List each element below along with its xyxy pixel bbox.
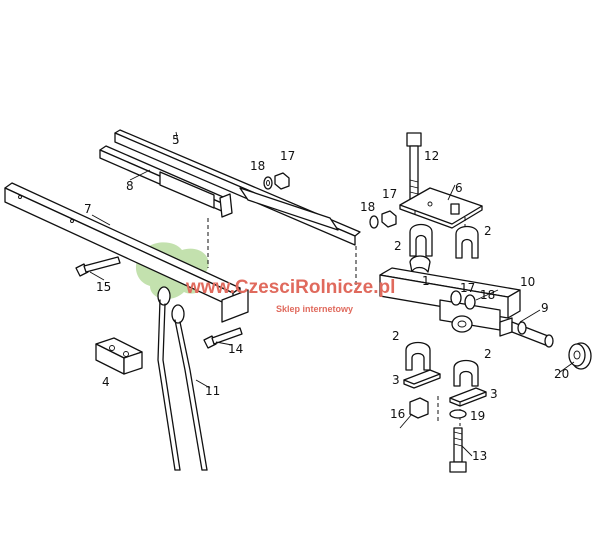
label-part-2: 2 [394, 239, 402, 253]
part-17-nut [274, 172, 290, 190]
part-3-plate [403, 369, 441, 389]
part-20-roller [568, 342, 592, 370]
label-part-13: 13 [472, 449, 487, 463]
leader-lines [89, 131, 575, 457]
part-2-clamp [453, 359, 479, 387]
part-18-washer [263, 176, 273, 190]
part-15-bolt [75, 256, 121, 277]
label-part-2: 2 [484, 224, 492, 238]
part-5-bar [114, 129, 361, 246]
part-4-block [95, 337, 143, 375]
label-part-18: 18 [250, 159, 265, 173]
label-part-1: 1 [422, 274, 430, 288]
part-2-clamp [405, 341, 431, 371]
part-14-bolt [203, 327, 243, 349]
label-part-17: 17 [382, 187, 397, 201]
part-3-plate [449, 387, 487, 407]
label-part-17: 17 [460, 281, 475, 295]
part-18-washer [369, 215, 379, 229]
label-part-3: 3 [392, 373, 400, 387]
label-part-14: 14 [228, 342, 243, 356]
label-part-5: 5 [172, 133, 180, 147]
part-1-bushing [409, 255, 431, 273]
label-part-2: 2 [392, 329, 400, 343]
part-8-angle-bracket [99, 145, 233, 218]
part-17-nut [381, 210, 397, 228]
label-part-11: 11 [205, 384, 220, 398]
label-part-17: 17 [280, 149, 295, 163]
label-part-6: 6 [455, 181, 463, 195]
part-18-washer [464, 294, 476, 310]
label-part-15: 15 [96, 280, 111, 294]
part-2-clamp [455, 225, 479, 259]
part-16-nut [409, 397, 429, 419]
part-11-spring-tine [157, 286, 208, 471]
mounting-tab [221, 289, 249, 323]
label-part-18: 18 [480, 288, 495, 302]
label-part-16: 16 [390, 407, 405, 421]
watermark-tagline: Sklep internetowy [276, 304, 353, 314]
label-part-7: 7 [84, 202, 92, 216]
part-9-pin [499, 317, 554, 348]
label-part-3: 3 [490, 387, 498, 401]
label-part-9: 9 [541, 301, 549, 315]
watermark-site-text: www.CzesciRolnicze.pl [185, 277, 395, 298]
label-part-18: 18 [360, 200, 375, 214]
part-12-bolt [406, 132, 422, 201]
part-13-bolt [449, 427, 467, 473]
label-part-19: 19 [470, 409, 485, 423]
label-part-20: 20 [554, 367, 569, 381]
label-part-4: 4 [102, 375, 110, 389]
part-17-nut [450, 290, 462, 306]
label-part-10: 10 [520, 275, 535, 289]
part-2-clamp [409, 223, 433, 257]
label-part-8: 8 [126, 179, 134, 193]
label-part-2: 2 [484, 347, 492, 361]
part-19-washer [449, 409, 467, 419]
part-6-plate [399, 187, 483, 229]
label-part-12: 12 [424, 149, 439, 163]
part-10-beam [379, 267, 521, 333]
